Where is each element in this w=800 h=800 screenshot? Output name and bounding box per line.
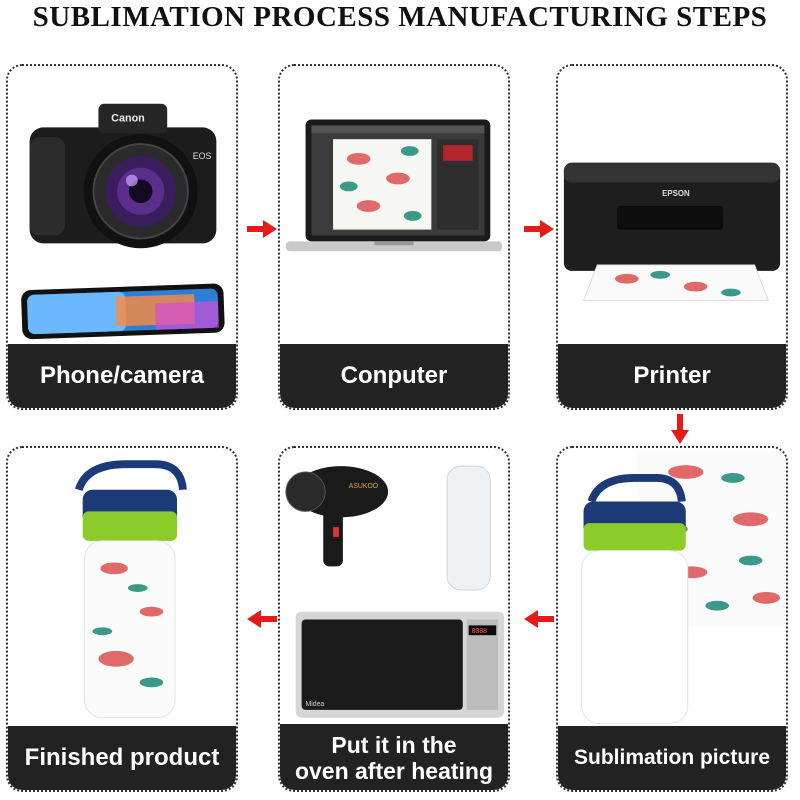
arrow-left-2 <box>247 610 277 628</box>
step-label: Finished product <box>8 726 236 790</box>
step-label: Printer <box>558 344 786 408</box>
page-title: SUBLIMATION PROCESS MANUFACTURING STEPS <box>32 1 768 33</box>
step-label: Phone/camera <box>8 344 236 408</box>
step-computer: Conputer <box>278 64 510 410</box>
finished-bottle-illustration <box>75 460 187 719</box>
camera-brand: Canon <box>111 113 145 125</box>
step-phone-camera: Canon EOS Phone/camera <box>6 64 238 410</box>
step-oven: ASUKOO 8888 Midea Put it in the oven aft… <box>278 446 510 792</box>
sublimation-illustration <box>581 450 786 725</box>
oven-dryer-illustration: ASUKOO 8888 Midea <box>285 465 505 718</box>
step-printer: EPSON Printer <box>556 64 788 410</box>
printer-brand: EPSON <box>662 189 690 198</box>
step-sublimation-picture: Sublimation picture <box>556 446 788 792</box>
arrow-down <box>671 414 689 444</box>
laptop-illustration <box>285 119 503 252</box>
camera-model: EOS <box>193 151 212 161</box>
arrow-right-2 <box>524 220 554 238</box>
oven-display: 8888 <box>472 628 487 635</box>
dryer-brand: ASUKOO <box>349 483 378 490</box>
step-label: Sublimation picture <box>558 726 786 790</box>
arrow-left-1 <box>524 610 554 628</box>
step-label: Conputer <box>280 344 508 408</box>
camera-phone-illustration: Canon EOS <box>21 103 225 340</box>
step-label: Put it in the oven after heating <box>280 724 508 790</box>
step-label-line2: oven after heating <box>294 758 494 784</box>
step-label-line1: Put it in the <box>331 732 457 758</box>
microwave-brand: Midea <box>306 701 325 708</box>
printer-illustration: EPSON <box>563 162 781 301</box>
step-finished-product: Finished product <box>6 446 238 792</box>
arrow-right-1 <box>247 220 277 238</box>
